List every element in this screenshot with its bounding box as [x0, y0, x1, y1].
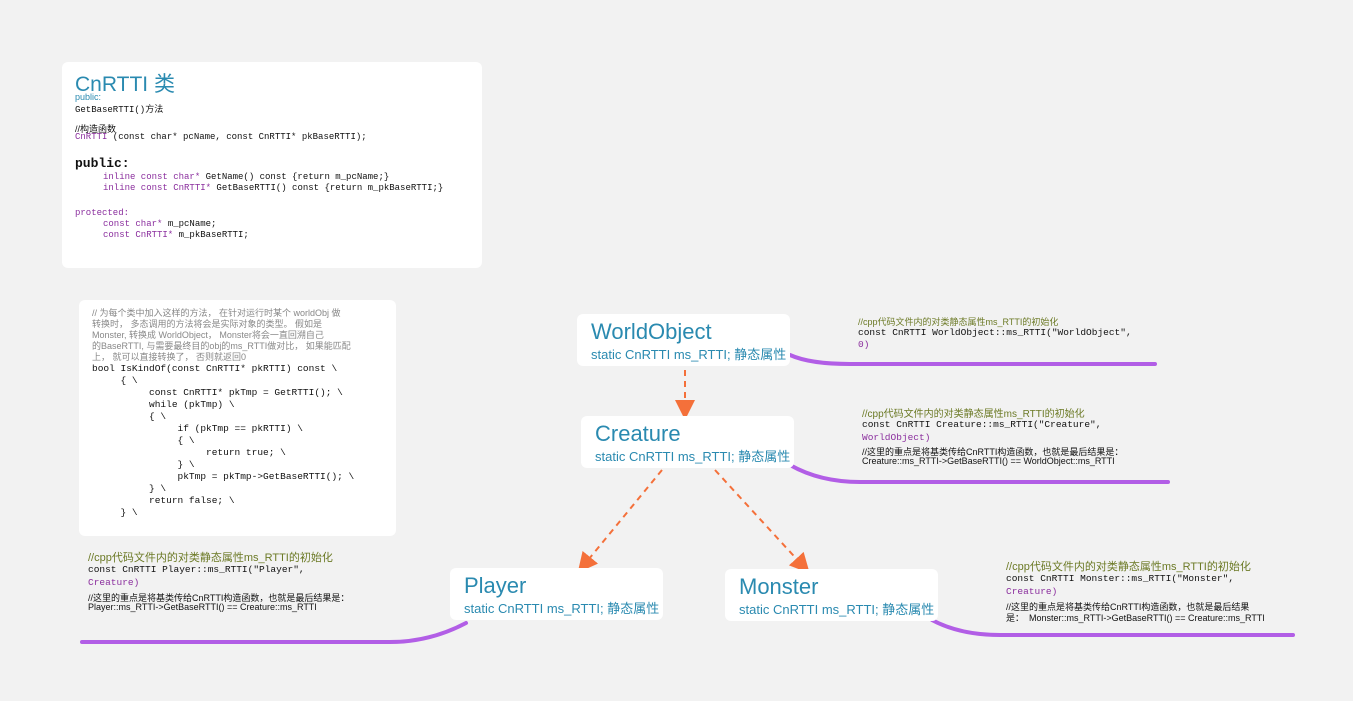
node-worldobject-title: WorldObject — [591, 319, 712, 344]
cnrtti-card-title: CnRTTI 类 — [75, 73, 175, 96]
code-line: pkTmp = pkTmp->GetBaseRTTI(); \ — [92, 471, 355, 482]
field-pkbase-name: m_pkBaseRTTI; — [173, 230, 249, 240]
node-creature-title: Creature — [595, 421, 681, 446]
connector-creature-annotation — [788, 463, 1170, 484]
comment-line: 转换时， 多态调用的方法将会是实际对象的类型。 假如是 — [92, 319, 323, 329]
cnrtti-class-card: CnRTTI 类 public: GetBaseRTTI()方法 //构造函数 … — [62, 62, 482, 268]
annotation-monster-note1: //这里的重点是将基类传给CnRTTI构造函数，也就是最后结果 — [1006, 602, 1250, 612]
annotation-creature-note1: //这里的重点是将基类传给CnRTTI构造函数，也就是最后结果是： — [862, 447, 1124, 457]
node-creature[interactable]: Creature static CnRTTI ms_RTTI; 静态属性 — [581, 416, 794, 468]
code-line: { \ — [92, 375, 138, 386]
annotation-player-line2: Creature) — [88, 577, 140, 588]
annotation-creature-note2: Creature::ms_RTTI->GetBaseRTTI() == Worl… — [862, 456, 1115, 466]
code-line: } \ — [92, 507, 138, 518]
comment-line: 上， 就可以直接转换了， 否则就返回0 — [92, 352, 247, 362]
annotation-player-note1: //这里的重点是将基类传给CnRTTI构造函数，也就是最后结果是： — [88, 593, 350, 603]
annotation-creature-line2: WorldObject) — [862, 432, 931, 443]
annotation-monster-comment: //cpp代码文件内的对类静态属性ms_RTTI的初始化 — [1006, 561, 1251, 573]
node-player-subtitle: static CnRTTI ms_RTTI; 静态属性 — [464, 601, 660, 616]
code-line: bool IsKindOf(const CnRTTI* pkRTTI) cons… — [92, 363, 338, 374]
arrow-creature-to-player — [577, 469, 663, 573]
field-pkbase-line: const CnRTTI* m_pkBaseRTTI; — [103, 230, 249, 240]
annotation-monster-line2: Creature) — [1006, 586, 1058, 597]
getname-line: inline const char* GetName() const {retu… — [103, 172, 389, 182]
ctor-comment: //构造函数 — [75, 124, 117, 134]
node-monster-subtitle: static CnRTTI ms_RTTI; 静态属性 — [739, 602, 935, 617]
get-base-note: GetBaseRTTI()方法 — [75, 105, 164, 115]
comment-line: // 为每个类中加入这样的方法， 在针对运行时某个 worldObj 做 — [92, 308, 341, 318]
getbase-line: inline const CnRTTI* GetBaseRTTI() const… — [103, 183, 443, 193]
getbase-keywords: inline const CnRTTI* — [103, 183, 212, 193]
getname-rest: GetName() const {return m_pcName;} — [200, 172, 390, 182]
node-worldobject-subtitle: static CnRTTI ms_RTTI; 静态属性 — [591, 347, 787, 362]
connector-worldobject-annotation — [788, 353, 1157, 366]
annotation-worldobject-comment: //cpp代码文件内的对类静态属性ms_RTTI的初始化 — [858, 317, 1059, 327]
annotation-creature-line1: const CnRTTI Creature::ms_RTTI("Creature… — [862, 419, 1102, 430]
connector-monster-annotation — [930, 618, 1295, 637]
code-line: const CnRTTI* pkTmp = GetRTTI(); \ — [92, 387, 343, 398]
code-line: { \ — [92, 435, 195, 446]
node-player-title: Player — [464, 573, 527, 598]
code-line: return false; \ — [92, 495, 235, 506]
field-pcname-type: const char* — [103, 219, 163, 229]
annotation-worldobject-line2: 0) — [858, 339, 870, 350]
getname-keywords: inline const char* — [103, 172, 201, 182]
node-worldobject[interactable]: WorldObject static CnRTTI ms_RTTI; 静态属性 — [577, 314, 790, 366]
annotation-monster-line1: const CnRTTI Monster::ms_RTTI("Monster", — [1006, 573, 1235, 584]
node-monster-title: Monster — [739, 574, 819, 599]
iskindof-code-card: // 为每个类中加入这样的方法， 在针对运行时某个 worldObj 做 转换时… — [79, 300, 396, 536]
comment-line: 的BaseRTTI, 与需要最终目的obj的ms_RTTI做对比， 如果能匹配 — [92, 341, 351, 351]
ctor-line: CnRTTI (const char* pcName, const CnRTTI… — [75, 132, 367, 142]
node-player[interactable]: Player static CnRTTI ms_RTTI; 静态属性 — [450, 568, 663, 620]
field-pcname-name: m_pcName; — [162, 219, 217, 229]
ctor-signature: (const char* pcName, const CnRTTI* pkBas… — [107, 132, 367, 142]
annotation-monster-note2: 是： Monster::ms_RTTI->GetBaseRTTI() == Cr… — [1006, 613, 1265, 623]
comment-line: Monster, 转换成 WorldObject， Monster将会一直回溯自… — [92, 330, 324, 340]
field-pcname-line: const char* m_pcName; — [103, 219, 216, 229]
code-line: while (pkTmp) \ — [92, 399, 235, 410]
code-line: } \ — [92, 459, 195, 470]
code-line: return true; \ — [92, 447, 286, 458]
code-line: if (pkTmp == pkRTTI) \ — [92, 423, 303, 434]
node-monster[interactable]: Monster static CnRTTI ms_RTTI; 静态属性 — [725, 569, 938, 621]
annotation-player-note2: Player::ms_RTTI->GetBaseRTTI() == Creatu… — [88, 602, 317, 612]
node-creature-subtitle: static CnRTTI ms_RTTI; 静态属性 — [595, 449, 791, 464]
code-block: // 为每个类中加入这样的方法， 在针对运行时某个 worldObj 做 转换时… — [92, 308, 392, 519]
getbase-rest: GetBaseRTTI() const {return m_pkBaseRTTI… — [211, 183, 444, 193]
public-big-label: public: — [75, 156, 130, 171]
field-pkbase-type: const CnRTTI* — [103, 230, 174, 240]
arrow-creature-to-monster — [714, 469, 810, 574]
ctor-class: CnRTTI — [75, 132, 108, 142]
connector-player-annotation — [80, 621, 468, 644]
code-line: { \ — [92, 411, 167, 422]
annotation-creature-comment: //cpp代码文件内的对类静态属性ms_RTTI的初始化 — [862, 409, 1085, 420]
annotation-player-comment: //cpp代码文件内的对类静态属性ms_RTTI的初始化 — [88, 552, 333, 564]
public-small-label: public: — [75, 92, 102, 102]
annotation-worldobject-line1: const CnRTTI WorldObject::ms_RTTI("World… — [858, 327, 1132, 338]
protected-label: protected: — [75, 208, 130, 218]
code-line: } \ — [92, 483, 167, 494]
annotation-player-line1: const CnRTTI Player::ms_RTTI("Player", — [88, 564, 305, 575]
